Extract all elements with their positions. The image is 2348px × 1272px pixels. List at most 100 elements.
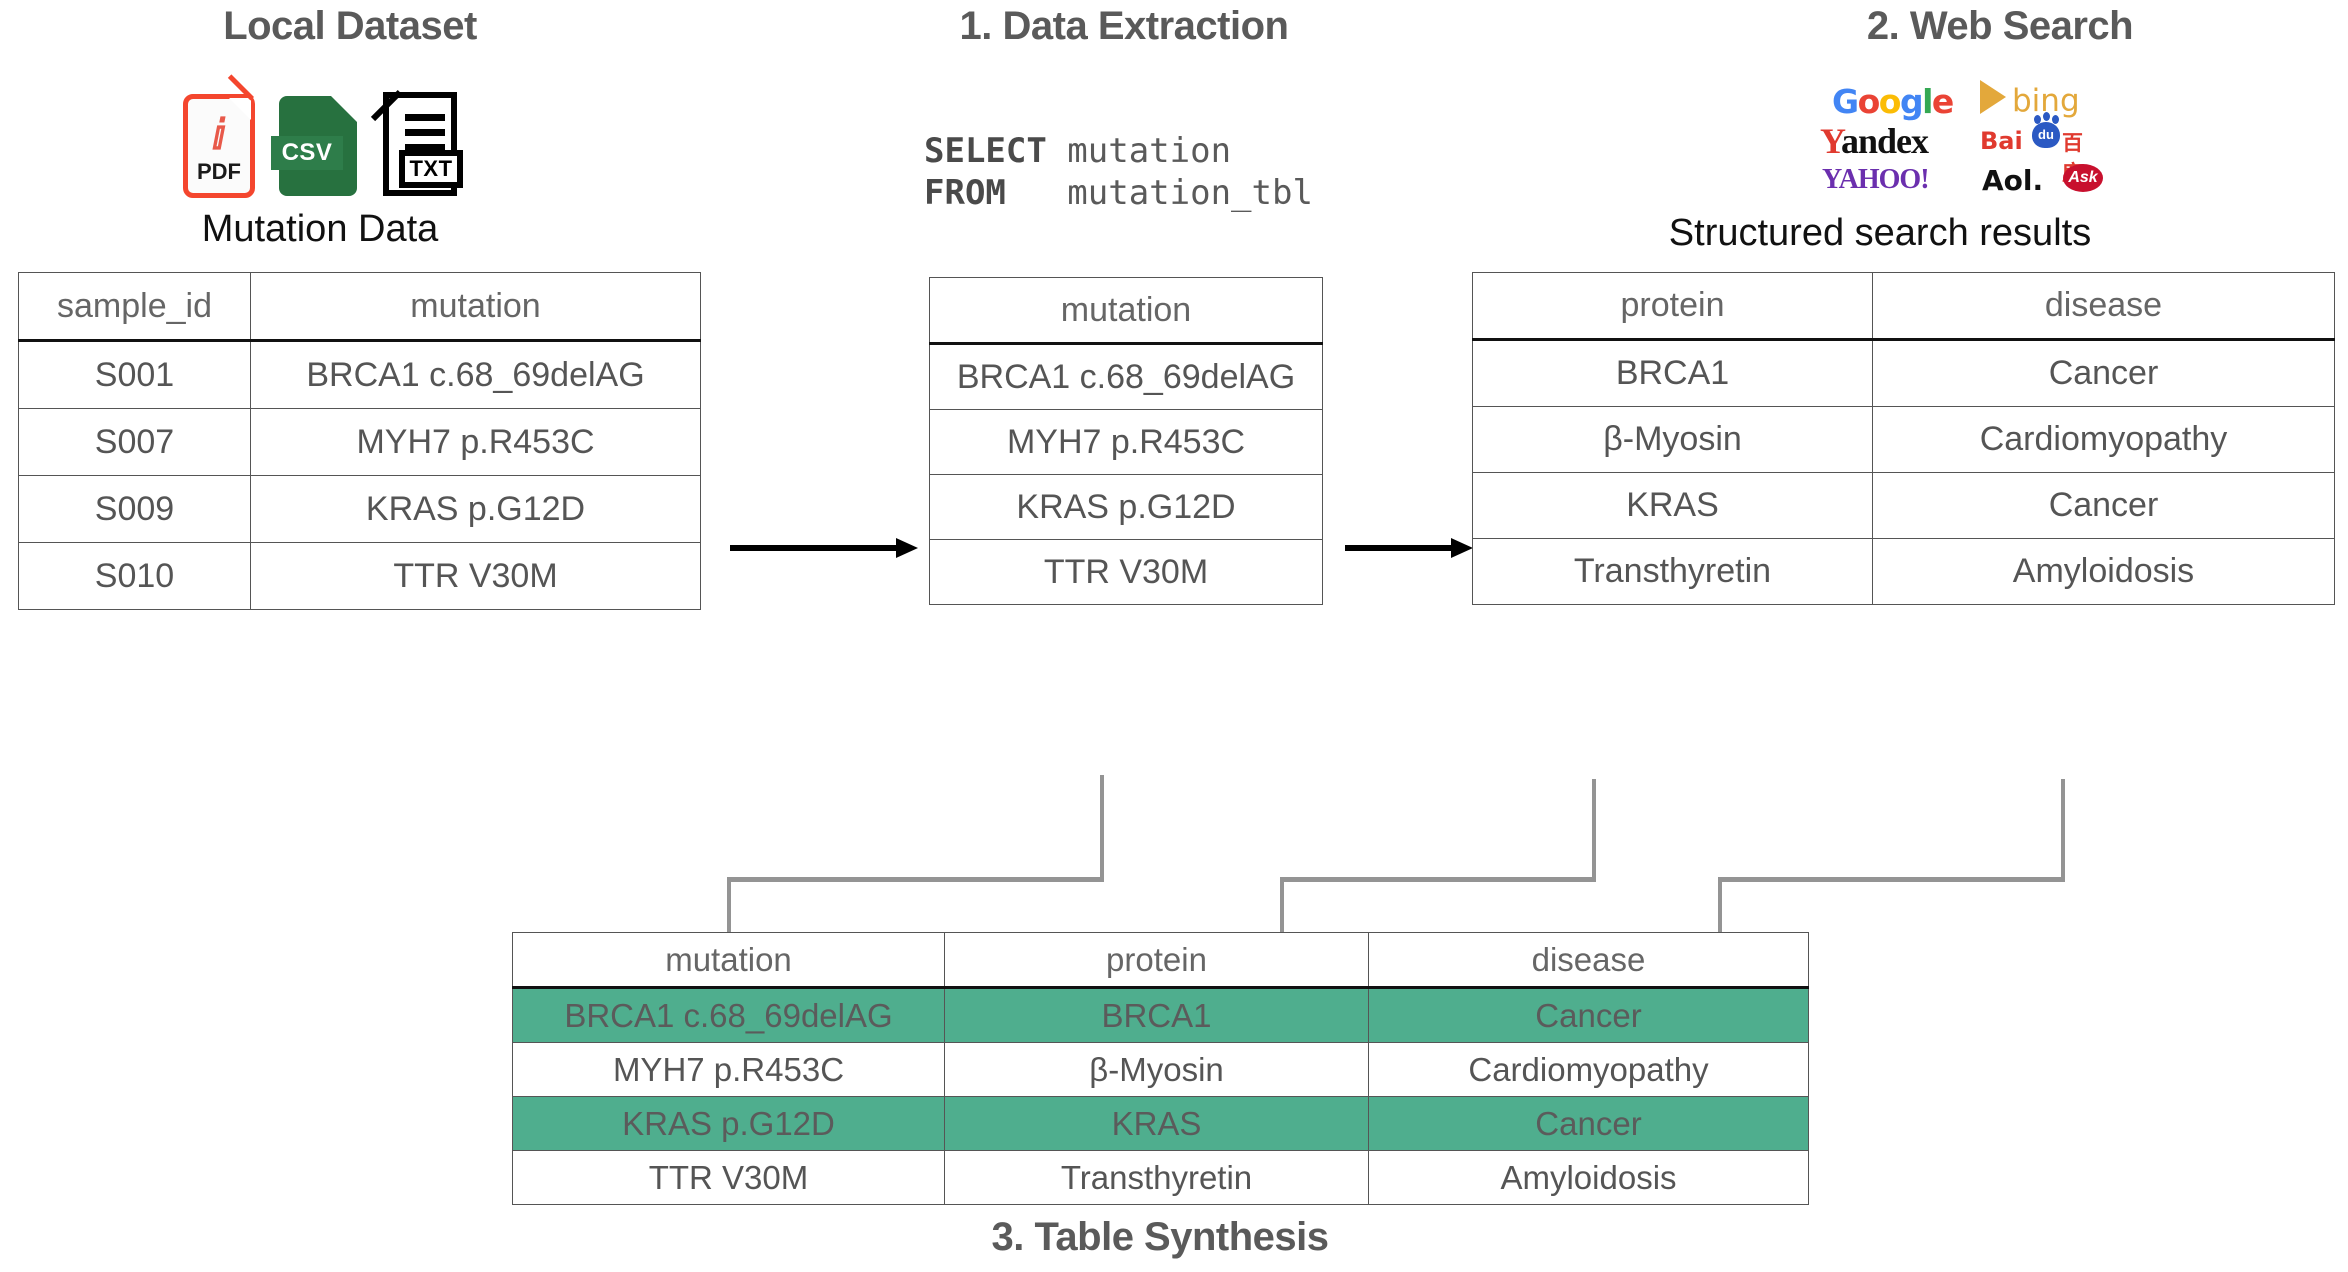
sql-from-rest: mutation_tbl: [1005, 173, 1313, 213]
table-row: S001 BRCA1 c.68_69delAG: [18, 340, 701, 409]
connector-disease-vertical-bottom: [1718, 877, 1722, 935]
cell-protein: β-Myosin: [944, 1042, 1369, 1097]
cell-mutation: BRCA1 c.68_69delAG: [929, 343, 1323, 410]
table-row: S009 KRAS p.G12D: [18, 475, 701, 543]
cell-mutation: MYH7 p.R453C: [929, 409, 1323, 475]
cell-disease: Amyloidosis: [1368, 1150, 1809, 1205]
cell-disease: Cardiomyopathy: [1872, 406, 2335, 473]
structured-search-results-caption: Structured search results: [1668, 212, 2092, 254]
cell-mutation: TTR V30M: [929, 539, 1323, 605]
csv-file-icon: CSV: [271, 96, 357, 196]
cell-protein: BRCA1: [944, 987, 1369, 1043]
bing-mark-bar: [1980, 86, 1989, 108]
baidu-logo: Bai: [1980, 127, 2023, 155]
connector-mutation-horizontal: [727, 877, 1104, 882]
sql-query-block: SELECT mutation FROM mutation_tbl: [924, 130, 1313, 214]
table-row: MYH7 p.R453C β-Myosin Cardiomyopathy: [512, 1042, 1809, 1097]
local-dataset-title: Local Dataset: [223, 4, 477, 48]
table-row: S010 TTR V30M: [18, 542, 701, 610]
connector-mutation-vertical-top: [1100, 775, 1104, 881]
cell-protein: KRAS: [944, 1096, 1369, 1151]
col-header-protein: protein: [944, 932, 1369, 989]
table-row: Transthyretin Amyloidosis: [1472, 538, 2335, 605]
cell-protein: KRAS: [1472, 472, 1873, 539]
pdf-corner-line: [227, 74, 254, 101]
baidu-paw-text: du: [2038, 127, 2054, 142]
arrow-shaft: [1345, 545, 1453, 551]
bing-logo: bing: [2012, 83, 2080, 119]
file-icons-group: ⅈ PDF CSV TXT: [175, 74, 465, 204]
pdf-file-icon: ⅈ PDF: [183, 74, 255, 198]
col-header-mutation: mutation: [250, 272, 701, 342]
table-row: MYH7 p.R453C: [929, 409, 1323, 475]
cell-mutation: KRAS p.G12D: [250, 475, 701, 543]
csv-corner-fold: [331, 96, 357, 122]
cell-disease: Cancer: [1368, 1096, 1809, 1151]
connector-protein-vertical-top: [1592, 779, 1596, 879]
cell-sample-id: S001: [18, 340, 251, 409]
cell-mutation: BRCA1 c.68_69delAG: [512, 987, 945, 1043]
csv-label: CSV: [271, 136, 343, 170]
txt-line-1: [405, 114, 445, 121]
cell-disease: Cancer: [1872, 472, 2335, 539]
connector-protein-vertical-bottom: [1280, 877, 1284, 935]
cell-sample-id: S007: [18, 408, 251, 476]
search-engine-logos-group: Google bing Yandex Bai du 百度 YAHOO! Aol.…: [1820, 80, 2103, 204]
col-header-protein: protein: [1472, 272, 1873, 341]
cell-disease: Cardiomyopathy: [1368, 1042, 1809, 1097]
arrow-head: [1451, 538, 1473, 558]
table-synthesis-title: 3. Table Synthesis: [991, 1215, 1329, 1259]
cell-protein: BRCA1: [1472, 339, 1873, 407]
yahoo-logo: YAHOO!: [1822, 164, 1930, 195]
baidu-paw-icon: du: [2032, 115, 2060, 148]
cell-disease: Cancer: [1368, 987, 1809, 1043]
cell-mutation: BRCA1 c.68_69delAG: [250, 340, 701, 409]
web-search-title: 2. Web Search: [1866, 4, 2134, 48]
pdf-corner-fold: [229, 98, 251, 120]
arrow-extraction-to-search: [1345, 538, 1475, 558]
extracted-mutation-table: mutation BRCA1 c.68_69delAG MYH7 p.R453C…: [929, 277, 1323, 605]
txt-line-2: [405, 129, 445, 136]
cell-protein: β-Myosin: [1472, 406, 1873, 473]
cell-mutation: MYH7 p.R453C: [512, 1042, 945, 1097]
yandex-logo: Yandex: [1820, 121, 1929, 161]
col-header-mutation: mutation: [512, 932, 945, 989]
arrow-shaft: [730, 545, 898, 551]
arrow-local-to-extraction: [730, 538, 920, 558]
cell-disease: Cancer: [1872, 339, 2335, 407]
table-row: KRAS Cancer: [1472, 472, 2335, 539]
data-extraction-title: 1. Data Extraction: [959, 4, 1289, 48]
sql-keyword-from: FROM: [924, 173, 1006, 213]
connector-protein-horizontal: [1280, 877, 1596, 882]
cell-protein: Transthyretin: [944, 1150, 1369, 1205]
cell-mutation: TTR V30M: [250, 542, 701, 610]
col-header-disease: disease: [1872, 272, 2335, 341]
cell-sample-id: S010: [18, 542, 251, 610]
col-header-mutation: mutation: [929, 277, 1323, 345]
table-header-row: sample_id mutation: [18, 272, 701, 342]
table-header-row: mutation: [929, 277, 1323, 345]
table-row-highlighted: BRCA1 c.68_69delAG BRCA1 Cancer: [512, 987, 1809, 1043]
table-header-row: mutation protein disease: [512, 932, 1809, 989]
txt-file-icon: TXT: [370, 90, 463, 200]
table-header-row: protein disease: [1472, 272, 2335, 341]
arrow-head: [896, 538, 918, 558]
synthesis-table: mutation protein disease BRCA1 c.68_69de…: [512, 932, 1809, 1205]
table-row: BRCA1 c.68_69delAG: [929, 343, 1323, 410]
sql-keyword-select: SELECT: [924, 131, 1047, 171]
table-row: TTR V30M: [929, 539, 1323, 605]
connector-disease-vertical-top: [2061, 779, 2065, 879]
cell-mutation: KRAS p.G12D: [929, 474, 1323, 540]
cell-mutation: TTR V30M: [512, 1150, 945, 1205]
col-header-disease: disease: [1368, 932, 1809, 989]
table-row: TTR V30M Transthyretin Amyloidosis: [512, 1150, 1809, 1205]
table-row: KRAS p.G12D: [929, 474, 1323, 540]
table-row: BRCA1 Cancer: [1472, 339, 2335, 407]
cell-sample-id: S009: [18, 475, 251, 543]
table-row: β-Myosin Cardiomyopathy: [1472, 406, 2335, 473]
connector-disease-horizontal: [1718, 877, 2065, 882]
cell-protein: Transthyretin: [1472, 538, 1873, 605]
txt-label: TXT: [399, 150, 463, 188]
cell-mutation: KRAS p.G12D: [512, 1096, 945, 1151]
